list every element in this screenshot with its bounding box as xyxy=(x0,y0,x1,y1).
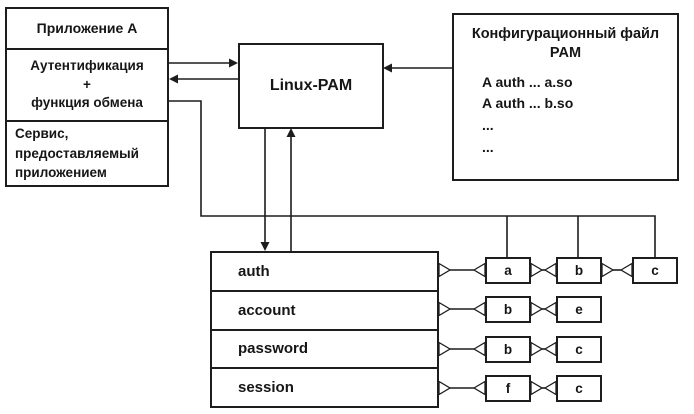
config-title-line: PAM xyxy=(549,44,582,61)
service-line: приложением xyxy=(15,165,107,181)
config-entry: A auth ... a.so xyxy=(482,73,573,90)
module-label: c xyxy=(575,342,583,357)
module-box-session-f: f xyxy=(485,375,531,402)
auth-line: Аутентификация xyxy=(30,57,144,73)
arrowhead-left-icon xyxy=(383,63,392,73)
connector-diamond xyxy=(601,262,615,278)
config-entry: A auth ... b.so xyxy=(482,95,574,112)
module-label: b xyxy=(574,263,584,278)
config-entry: ... xyxy=(482,138,494,155)
application-title-label: Приложение А xyxy=(36,19,138,36)
exchange-bus-line xyxy=(169,100,656,257)
connector-diamond xyxy=(530,301,544,317)
stack-row-label: password xyxy=(238,340,309,358)
connector-diamond xyxy=(543,262,557,278)
connector-diamond xyxy=(438,380,452,396)
arrowhead-down-icon xyxy=(260,242,270,251)
config-file-box: Конфигурационный файл PAM A auth ... a.s… xyxy=(452,13,679,181)
connector-diamond xyxy=(543,301,557,317)
auth-plus: + xyxy=(83,76,91,92)
connector-diamond xyxy=(472,301,486,317)
module-box-account-b: b xyxy=(485,296,531,323)
config-file-title: Конфигурационный файл PAM xyxy=(454,25,677,63)
module-stack-table: auth account password session xyxy=(210,251,439,408)
connector-diamond xyxy=(438,301,452,317)
connector-diamond xyxy=(472,380,486,396)
module-label: f xyxy=(505,381,511,396)
module-label: b xyxy=(503,302,513,317)
stack-row-label: auth xyxy=(238,262,270,280)
connector-diamond xyxy=(530,380,544,396)
module-label: e xyxy=(575,302,583,317)
module-box-auth-a: a xyxy=(485,257,531,284)
arrowhead-up-icon xyxy=(286,128,296,137)
stack-row-label: account xyxy=(238,301,296,319)
stack-row-label: session xyxy=(238,379,294,397)
arrowhead-right-icon xyxy=(229,58,238,68)
linux-pam-box: Linux-PAM xyxy=(238,43,384,129)
connector-diamond xyxy=(619,262,633,278)
application-title: Приложение А xyxy=(7,9,167,48)
module-label: b xyxy=(503,342,513,357)
module-box-auth-c: c xyxy=(632,257,678,284)
config-entry: ... xyxy=(482,117,494,134)
service-line: предоставляемый xyxy=(15,145,139,161)
module-label: a xyxy=(504,263,512,278)
connector-diamond xyxy=(530,341,544,357)
config-title-line: Конфигурационный файл xyxy=(471,26,660,42)
module-box-password-b: b xyxy=(485,336,531,363)
linux-pam-label: Linux-PAM xyxy=(269,77,353,94)
module-box-session-c: c xyxy=(556,375,602,402)
arrowhead-left-icon xyxy=(169,74,178,84)
service-section: Сервис, предоставляемый приложением xyxy=(7,120,167,185)
connector-diamond xyxy=(530,262,544,278)
connector-diamond xyxy=(438,341,452,357)
connector-diamond xyxy=(438,262,452,278)
connector-diamond xyxy=(543,380,557,396)
module-label: c xyxy=(575,381,583,396)
stack-row-auth: auth xyxy=(212,253,437,290)
stack-row-session: session xyxy=(212,367,437,406)
authentication-section: Аутентификация + функция обмена xyxy=(7,48,167,120)
config-file-entries: A auth ... a.so A auth ... b.so ... ... xyxy=(454,72,677,159)
service-line: Сервис, xyxy=(15,126,69,142)
module-box-account-e: e xyxy=(556,296,602,323)
connector-diamond xyxy=(472,341,486,357)
module-box-password-c: c xyxy=(556,336,602,363)
module-box-auth-b: b xyxy=(556,257,602,284)
connector-diamond xyxy=(472,262,486,278)
application-box: Приложение А Аутентификация + функция об… xyxy=(5,7,169,187)
stack-row-account: account xyxy=(212,289,437,329)
connector-diamond xyxy=(543,341,557,357)
auth-line: функция обмена xyxy=(31,95,143,111)
stack-row-password: password xyxy=(212,328,437,368)
module-label: c xyxy=(651,263,659,278)
